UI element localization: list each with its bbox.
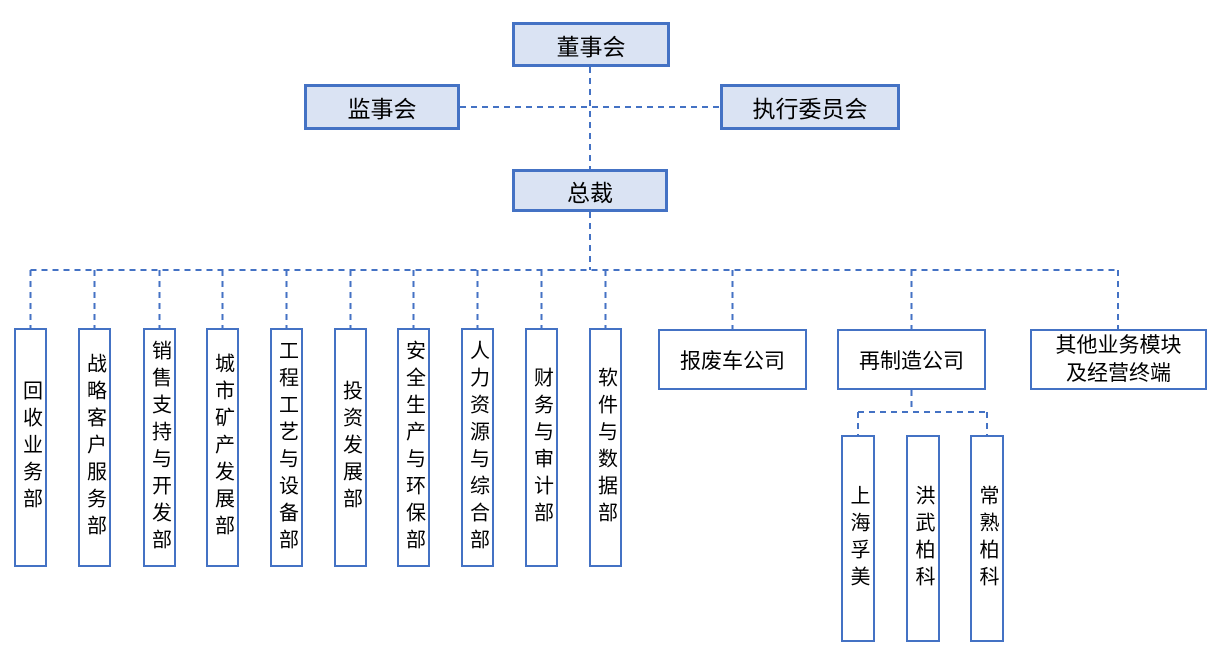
subsidiary-label: 常熟柏科	[976, 484, 998, 593]
dept-label: 战略客户服务部	[83, 353, 106, 542]
org-box-executive-committee-label: 执行委员会	[752, 96, 868, 122]
subsidiary-label: 洪武柏科	[912, 484, 934, 593]
subsidiary-box-changshu-baike: 常熟柏科	[970, 435, 1004, 642]
dept-box-hr-general: 人力资源与综合部	[461, 328, 494, 567]
company-box-scrap-car: 报废车公司	[658, 329, 807, 390]
dept-box-finance-audit: 财务与审计部	[525, 328, 558, 567]
subsidiary-box-hongwu-baike: 洪武柏科	[906, 435, 940, 642]
dept-label: 城市矿产发展部	[211, 353, 234, 542]
org-box-supervisory-board: 监事会	[304, 84, 460, 130]
org-box-president: 总裁	[512, 169, 668, 212]
dept-box-strategic-customer-service: 战略客户服务部	[78, 328, 111, 567]
dept-label: 工程工艺与设备部	[275, 339, 298, 556]
org-box-president-label: 总裁	[567, 179, 613, 206]
dept-box-recycling-business: 回收业务部	[14, 328, 47, 567]
dept-box-sales-support-development: 销售支持与开发部	[143, 328, 176, 567]
company-label: 报废车公司	[680, 349, 785, 373]
company-label: 其他业务模块 及经营终端	[1055, 333, 1182, 385]
org-box-executive-committee: 执行委员会	[720, 84, 900, 130]
dept-label: 财务与审计部	[530, 366, 553, 529]
org-box-supervisory-board-label: 监事会	[347, 96, 417, 122]
dept-label: 人力资源与综合部	[466, 339, 489, 556]
dept-box-urban-mining-development: 城市矿产发展部	[206, 328, 239, 567]
dept-label: 软件与数据部	[594, 366, 617, 529]
subsidiary-label: 上海孚美	[847, 484, 869, 593]
dept-box-safety-environment: 安全生产与环保部	[397, 328, 430, 567]
company-box-remanufacturing: 再制造公司	[837, 329, 986, 390]
dept-box-engineering-process-equipment: 工程工艺与设备部	[270, 328, 303, 567]
dept-label: 安全生产与环保部	[402, 339, 425, 556]
org-box-board-label: 董事会	[556, 33, 626, 60]
dept-label: 回收业务部	[19, 380, 42, 515]
company-label: 再制造公司	[859, 349, 964, 373]
subsidiary-box-shanghai-fumei: 上海孚美	[841, 435, 875, 642]
company-box-other-business-modules: 其他业务模块 及经营终端	[1030, 329, 1207, 390]
dept-label: 投资发展部	[339, 380, 362, 515]
org-box-board: 董事会	[512, 22, 670, 67]
dept-label: 销售支持与开发部	[148, 339, 171, 556]
dept-box-investment-development: 投资发展部	[334, 328, 367, 567]
dept-box-software-data: 软件与数据部	[589, 328, 622, 567]
